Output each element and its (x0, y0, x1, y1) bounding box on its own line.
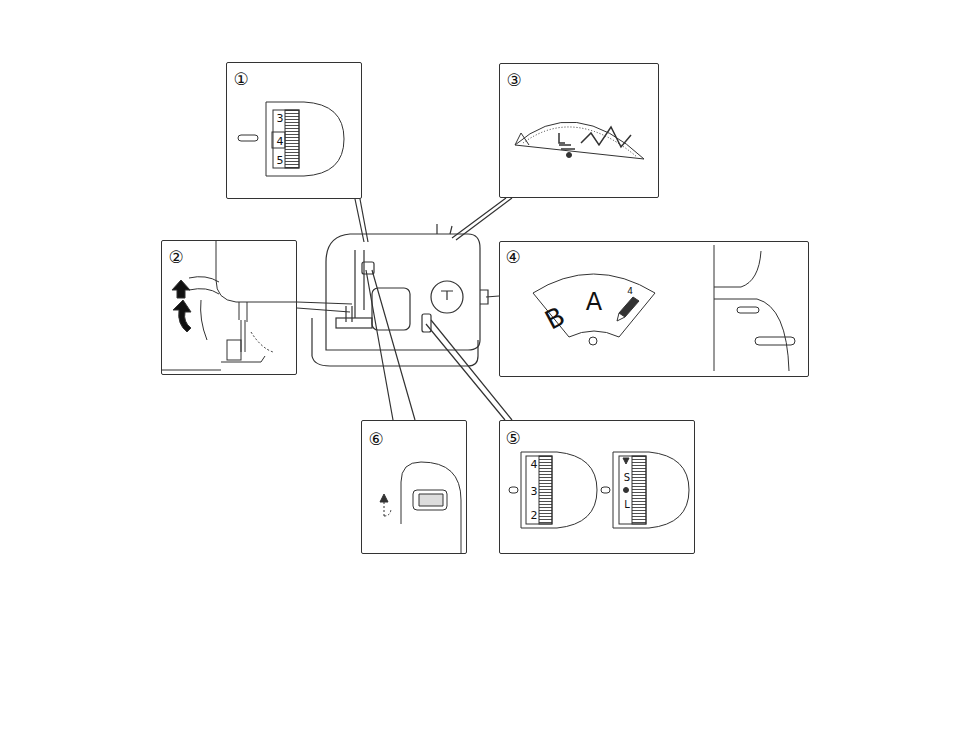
callout-number: ④ (505, 249, 520, 266)
stitch-width-panel: ① 3 4 5 (226, 62, 362, 199)
pattern-selector-panel: ④ BA 4 (499, 241, 809, 377)
dial-number: 4 (277, 136, 284, 147)
callout-number: ⑥ (368, 431, 383, 448)
dial-number: 3 (531, 486, 538, 497)
presser-lever-panel: ② (161, 240, 297, 375)
pattern-letter: A (586, 290, 602, 314)
stitch-length-panel: ⑤ 4 3 2 S L (499, 420, 695, 554)
callout-number: ① (233, 71, 248, 88)
dial-number: 3 (277, 113, 284, 124)
dial-number: 2 (531, 510, 538, 521)
dial-number: 4 (531, 459, 538, 470)
dial-letter: S (624, 473, 630, 483)
callout-number: ③ (506, 72, 521, 89)
callout-number: ⑤ (505, 430, 520, 447)
stitch-selector-panel: ③ (499, 63, 659, 198)
callout-number: ② (168, 249, 183, 266)
pattern-letter: B (541, 302, 569, 333)
pattern-number: 4 (627, 287, 633, 296)
dial-number: 5 (277, 155, 284, 166)
dial-letter: L (624, 500, 630, 510)
reverse-lever-panel: ⑥ (361, 420, 467, 554)
